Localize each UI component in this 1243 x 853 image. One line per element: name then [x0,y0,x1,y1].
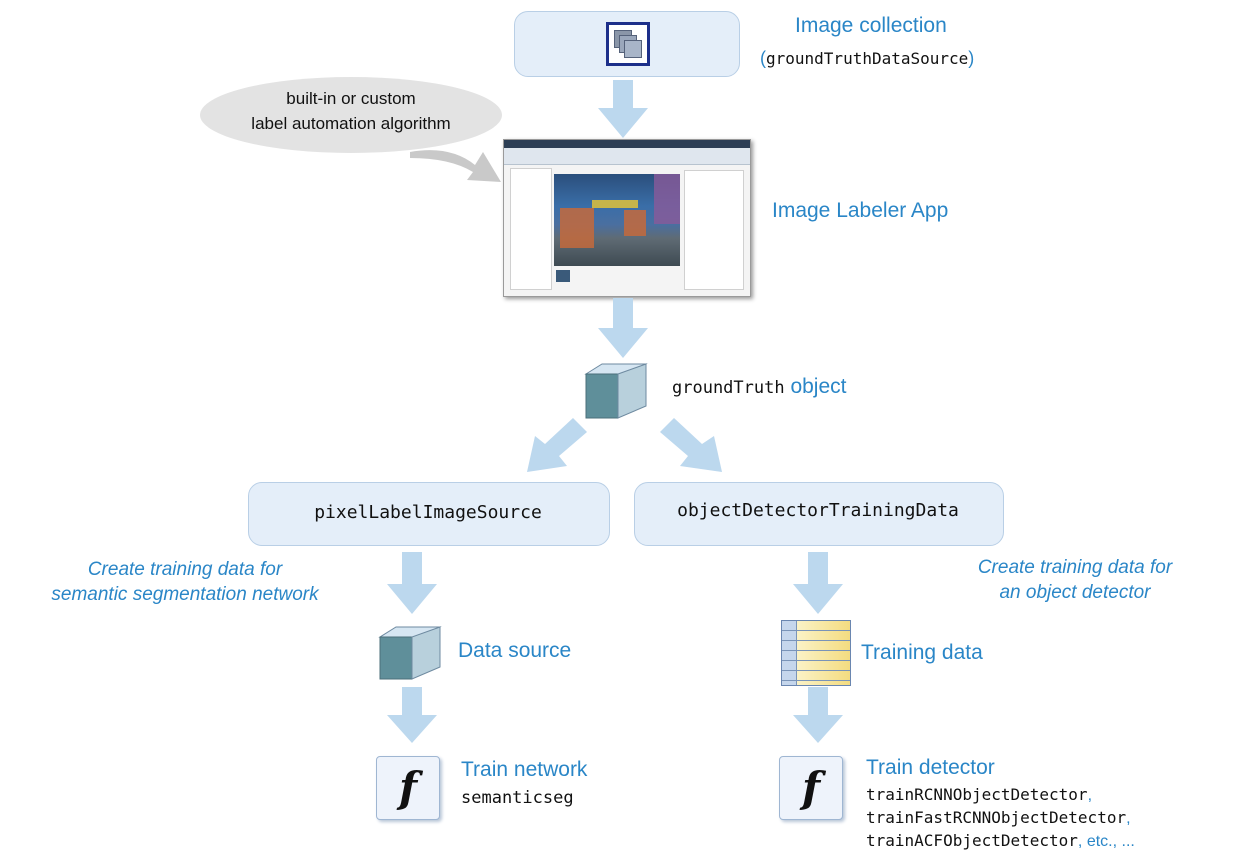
arrow-diagonal-right [660,418,722,472]
image-labeler-label: Image Labeler App [772,199,949,222]
train-detector-label: Train detector [866,756,995,779]
curved-arrow [410,150,501,182]
objectdetectortrainingdata-box [634,482,1004,546]
automation-bubble-text: built-in or custom label automation algo… [251,89,451,133]
arrow-down-right-2 [793,687,843,743]
image-stack-icon [606,22,650,66]
groundtruth-label: groundTruth object [672,375,847,398]
semanticseg-label: semanticseg [461,788,574,808]
train-network-label: Train network [461,758,588,781]
detector-function-1: trainRCNNObjectDetector, [866,785,1093,804]
data-source-cube-icon [378,626,442,680]
training-data-table-icon [781,620,851,686]
objectdetectortrainingdata-label: objectDetectorTrainingData [677,500,959,521]
image-collection-title: Image collection [795,14,947,37]
pixellabelimagesource-label: pixelLabelImageSource [314,502,542,523]
detector-function-2: trainFastRCNNObjectDetector, [866,808,1131,827]
arrow-down-right-1 [793,552,843,614]
train-network-function-icon: f [376,756,440,820]
arrow-diagonal-left [527,418,587,472]
automation-bubble [200,77,502,153]
arrow-down-1 [598,80,648,138]
arrow-down-left-1 [387,552,437,614]
image-collection-box [514,11,740,77]
image-collection-subtitle: (groundTruthDataSource) [760,48,975,68]
arrow-down-2 [598,298,648,358]
training-data-label: Training data [861,641,983,664]
right-caption: Create training data for an object detec… [977,557,1173,603]
detector-function-3: trainACFObjectDetector, etc., ... [866,831,1135,850]
groundtruth-cube-icon [584,363,648,419]
detector-function-list: trainRCNNObjectDetector, trainFastRCNNOb… [866,784,1135,853]
arrow-down-left-2 [387,687,437,743]
data-source-label: Data source [458,639,572,662]
image-labeler-screenshot [503,139,751,297]
pixellabelimagesource-box [248,482,610,546]
train-detector-function-icon: f [779,756,843,820]
left-caption: Create training data for semantic segmen… [51,559,319,605]
